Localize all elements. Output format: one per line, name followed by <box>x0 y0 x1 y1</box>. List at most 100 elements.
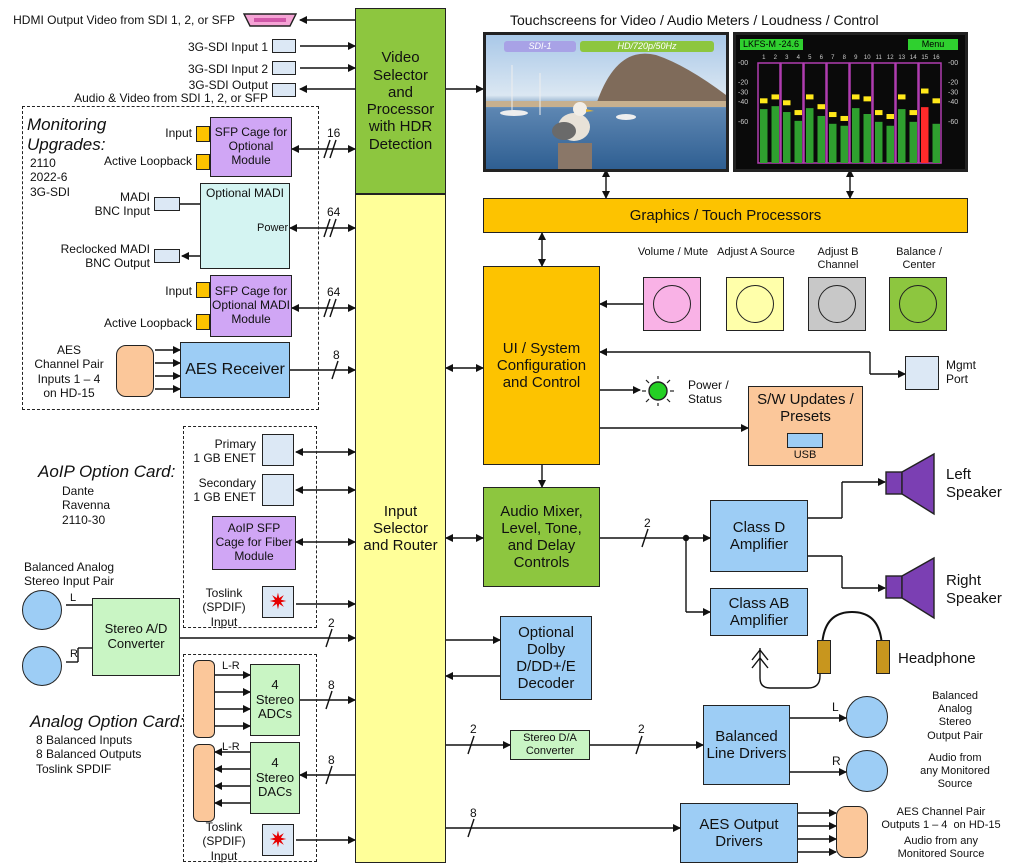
seagull-video-frame <box>486 53 726 169</box>
headphone-label: Headphone <box>898 650 976 667</box>
meter-scale-label: -00 <box>738 60 748 67</box>
xlr-connector-icon <box>22 646 62 686</box>
meter-scale-label: -30 <box>738 89 748 96</box>
control-label: Volume / Mute <box>637 246 709 258</box>
db25-connector-icon <box>193 660 215 738</box>
hdmi-connector-icon <box>242 13 298 27</box>
adjust-a-control[interactable] <box>726 277 784 331</box>
ethernet-port-icon <box>262 474 294 506</box>
meter-peak <box>794 110 802 116</box>
balance-control[interactable] <box>889 277 947 331</box>
bnc-connector-icon <box>154 249 180 263</box>
meter-pair-frame <box>895 62 919 164</box>
sfp-port-icon <box>196 314 210 330</box>
monitoring-list: 2110 2022-6 3G-SDI <box>30 156 71 199</box>
aes-out-desc-label: AES Channel Pair Outputs 1 – 4 on HD-15 <box>881 806 1001 832</box>
balanced-out-label: Balanced Analog Stereo Output Pair <box>927 690 983 742</box>
meter-bar <box>771 106 779 163</box>
meter-bar <box>829 123 837 163</box>
lkfs-readout: LKFS-M -24.6 <box>740 39 803 50</box>
meter-bar <box>806 108 814 163</box>
control-label: Adjust B Channel <box>817 246 859 272</box>
meter-channel-label: 7 <box>831 55 835 61</box>
meter-bar <box>909 121 917 163</box>
xlr-r-label: R <box>70 648 78 660</box>
video-format-tag[interactable]: HD/720p/50Hz <box>580 41 714 52</box>
meter-channel-label: 15 <box>921 55 928 61</box>
aoip-sfp-block: AoIP SFP Cage for Fiber Module <box>212 516 296 570</box>
touchscreens-title: Touchscreens for Video / Audio Meters / … <box>510 12 879 28</box>
adjust-b-control[interactable] <box>808 277 866 331</box>
right-speaker-label: Right Speaker <box>946 572 1002 607</box>
analog-card-panel <box>183 654 317 862</box>
bus-width-label: 2 <box>644 516 651 530</box>
toslink-label: Toslink (SPDIF) Input <box>202 820 246 863</box>
stereo-ad-block: Stereo A/D Converter <box>92 598 180 676</box>
meter-peak <box>886 114 894 119</box>
knob-icon <box>818 285 856 323</box>
sdi-input1-label: 3G-SDI Input 1 <box>187 40 268 54</box>
volume-mute-control[interactable] <box>643 277 701 331</box>
madi-power-label: Power <box>257 222 289 234</box>
audio-mixer-block: Audio Mixer, Level, Tone, and Delay Cont… <box>483 487 600 587</box>
knob-icon <box>899 285 937 323</box>
meter-bar <box>875 121 883 163</box>
video-source-tag[interactable]: SDI-1 <box>504 41 576 52</box>
hd15-connector-icon <box>116 345 154 397</box>
meter-peak <box>760 98 768 104</box>
meter-channel-label: 16 <box>933 55 940 61</box>
sfp-cage-block: SFP Cage for Optional Module <box>210 117 292 177</box>
bus-width-label: 2 <box>638 722 645 736</box>
meter-pair-frame <box>918 62 942 164</box>
power-status-label: Power / Status <box>688 378 729 407</box>
bus-width-label: 64 <box>327 285 341 299</box>
aes-output-drivers-block: AES Output Drivers <box>680 803 798 863</box>
meter-pair-frame <box>872 62 896 164</box>
video-processor-block: Video Selector and Processor with HDR De… <box>355 8 446 194</box>
meter-channel-label: 10 <box>864 55 871 61</box>
meter-pair-frame <box>849 62 873 164</box>
knob-icon <box>736 285 774 323</box>
meter-peak <box>840 115 848 121</box>
meter-pair-frame <box>780 62 804 164</box>
meter-touchscreen[interactable]: LKFS-M -24.6 Menu -00-00-20-20-30-30-40-… <box>733 32 968 172</box>
meter-channel-label: 9 <box>854 55 858 61</box>
bus-width-label: 64 <box>327 205 341 219</box>
monitoring-upgrades-panel <box>22 106 319 410</box>
bus-width-label: 2 <box>328 616 335 630</box>
usb-port-icon <box>787 433 823 448</box>
stereo-dacs-block: 4 Stereo DACs <box>250 742 300 814</box>
sfp-port-icon <box>196 154 210 170</box>
video-touchscreen[interactable]: SDI-1 HD/720p/50Hz <box>483 32 729 172</box>
meter-channel-label: 8 <box>843 55 847 61</box>
meter-channel-label: 5 <box>808 55 812 61</box>
aoip-card-panel <box>183 426 317 628</box>
meter-channel-label: 6 <box>820 55 824 61</box>
meter-peak <box>771 94 779 100</box>
ethernet-port-icon <box>905 356 939 390</box>
sfp-madi-cage-block: SFP Cage for Optional MADI Module <box>210 275 292 337</box>
meter-channel-label: 14 <box>910 55 917 61</box>
sdi-output-sub-label: Audio & Video from SDI 1, 2, or SFP <box>74 91 268 105</box>
menu-button[interactable]: Menu <box>908 39 958 50</box>
sfp2-loopback-label: Active Loopback <box>103 316 192 330</box>
meter-peak <box>863 96 871 102</box>
meter-bar <box>852 108 860 163</box>
meter-bar <box>886 125 894 163</box>
analog-title: Analog Option Card: <box>30 712 185 731</box>
bus-width-label: 2 <box>470 722 477 736</box>
meter-bar <box>794 120 802 163</box>
meter-channel-label: 2 <box>774 55 778 61</box>
bus-width-label: 8 <box>470 806 477 820</box>
input-router-block: Input Selector and Router <box>355 194 446 863</box>
meter-bar <box>863 114 871 163</box>
out-l-label: L <box>832 700 839 714</box>
sfp-port-icon <box>196 126 210 142</box>
balanced-analog-in-label: Balanced Analog Stereo Input Pair <box>24 560 115 589</box>
hd15-connector-icon <box>836 806 868 858</box>
left-speaker-label: Left Speaker <box>946 466 1002 501</box>
meter-scale-label: -20 <box>948 80 958 87</box>
xlr-l-label: L <box>70 592 77 604</box>
hdmi-output-label: HDMI Output Video from SDI 1, 2, or SFP <box>13 13 235 27</box>
